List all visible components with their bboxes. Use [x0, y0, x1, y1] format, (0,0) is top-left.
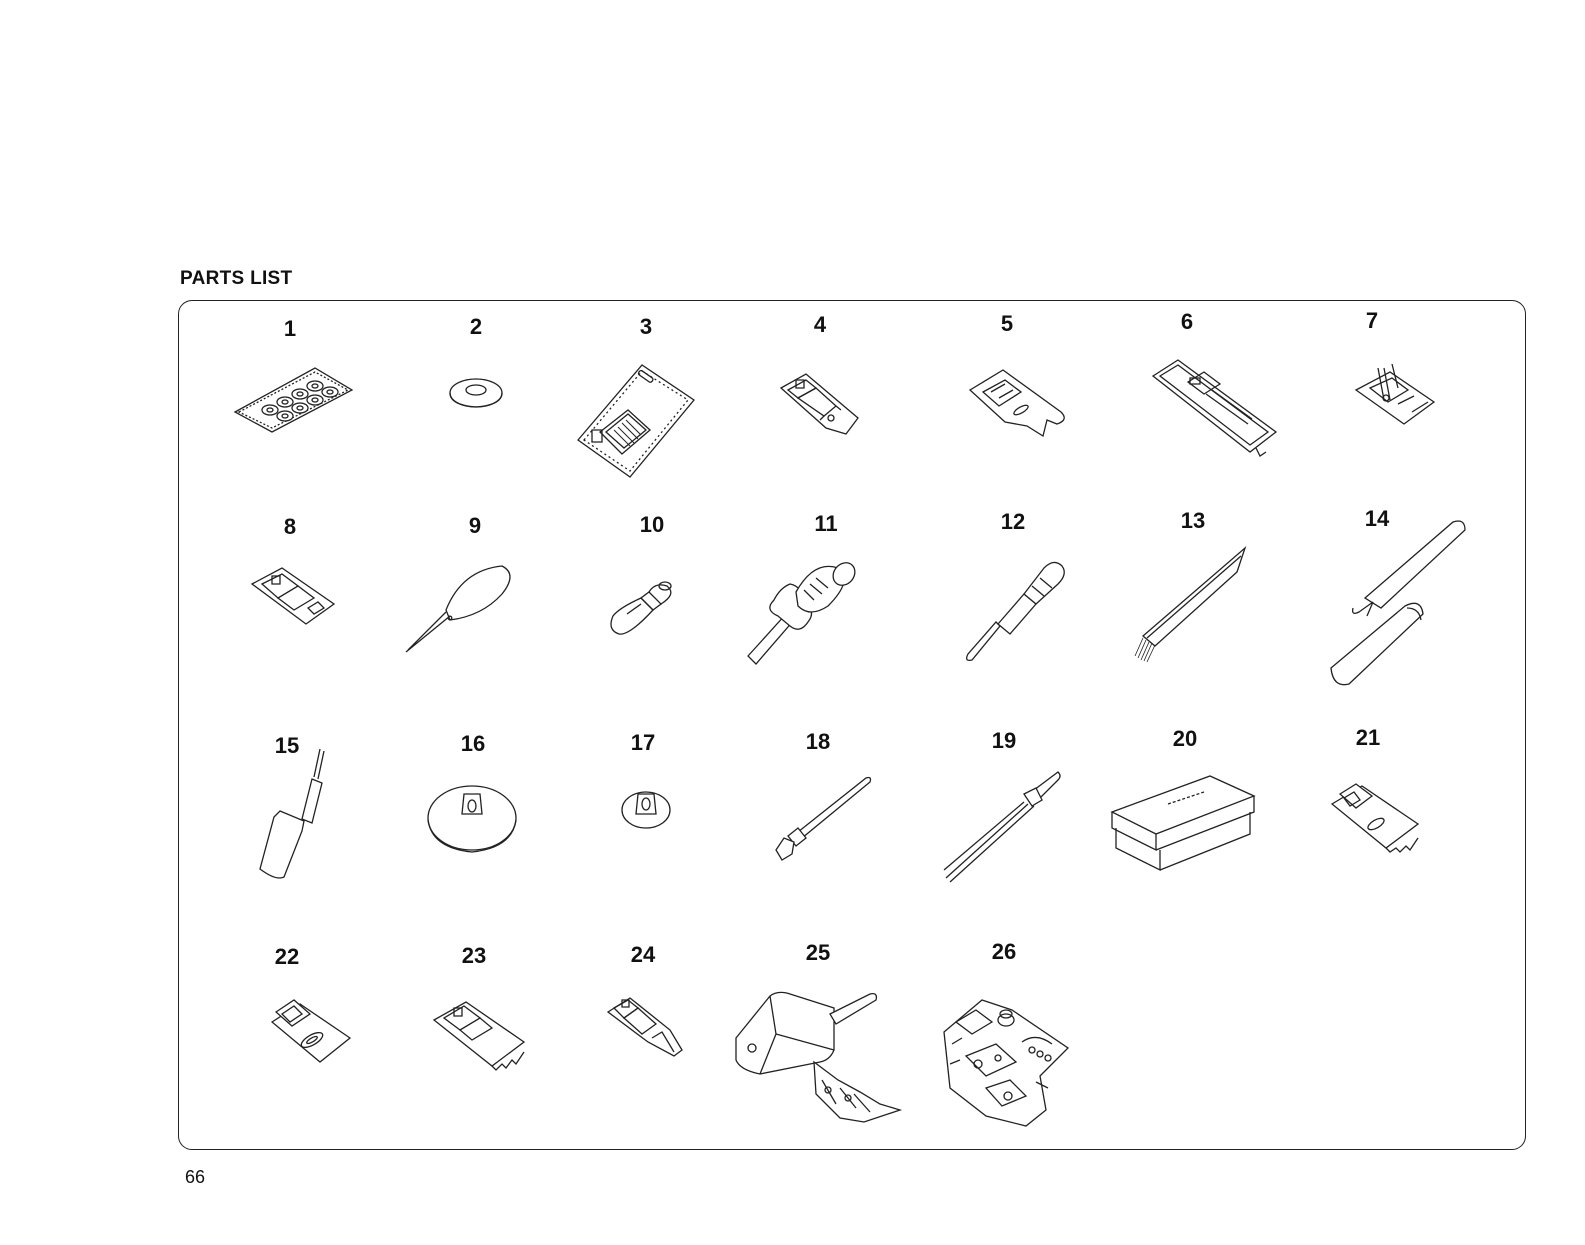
part-number-21: 21 — [1356, 727, 1380, 749]
satin-stitch-foot-icon — [965, 364, 1075, 449]
part-number-18: 18 — [806, 731, 830, 753]
part-number-3: 3 — [640, 316, 652, 338]
part-number-23: 23 — [462, 945, 486, 967]
twin-needle-icon — [940, 770, 1065, 890]
part-number-5: 5 — [1001, 313, 1013, 335]
part-number-9: 9 — [469, 515, 481, 537]
spool-pin-icon — [770, 774, 875, 874]
part-number-17: 17 — [631, 732, 655, 754]
ruffler-icon — [936, 992, 1076, 1137]
seam-ripper-icon — [1325, 516, 1475, 696]
buttonhole-foot-icon — [1148, 352, 1283, 467]
part-number-2: 2 — [470, 316, 482, 338]
lint-brush-icon — [1133, 542, 1253, 667]
oiler-icon — [256, 745, 336, 888]
part-number-11: 11 — [814, 513, 837, 535]
part-number-12: 12 — [1001, 511, 1025, 533]
part-number-20: 20 — [1173, 728, 1197, 750]
part-number-4: 4 — [814, 314, 826, 336]
edge-stitch-foot-icon — [604, 992, 688, 1069]
part-number-6: 6 — [1181, 311, 1193, 333]
cording-foot-icon — [430, 996, 530, 1077]
spool-holder-small-icon — [618, 786, 674, 839]
part-number-26: 26 — [992, 941, 1016, 963]
part-number-10: 10 — [640, 514, 664, 536]
screwdriver-large-icon — [744, 556, 864, 673]
part-number-8: 8 — [284, 516, 296, 538]
button-sewing-foot-icon — [266, 994, 356, 1071]
part-number-24: 24 — [631, 944, 655, 966]
page-number: 66 — [185, 1167, 205, 1188]
part-number-7: 7 — [1366, 310, 1378, 332]
bobbins-pack-icon — [230, 360, 360, 440]
spool-holder-large-icon — [424, 776, 524, 861]
rolled-hem-foot-icon — [1326, 778, 1426, 863]
page-title: PARTS LIST — [180, 268, 292, 290]
part-number-16: 16 — [461, 733, 485, 755]
part-number-19: 19 — [992, 730, 1016, 752]
walking-foot-icon — [730, 984, 905, 1134]
needle-pack-icon — [570, 360, 700, 490]
light-bulb-icon — [605, 568, 685, 643]
part-number-1: 1 — [284, 318, 296, 340]
zipper-foot-icon — [776, 368, 866, 448]
part-number-22: 22 — [275, 946, 299, 968]
screwdriver-small-icon — [962, 556, 1067, 671]
needle-threader-icon — [402, 560, 520, 660]
accessory-box-icon — [1108, 772, 1258, 879]
part-number-13: 13 — [1181, 510, 1205, 532]
blind-hem-foot-icon — [1350, 360, 1440, 435]
part-number-25: 25 — [806, 942, 830, 964]
spool-felt-icon — [446, 374, 506, 415]
overcasting-foot-icon — [248, 562, 338, 637]
